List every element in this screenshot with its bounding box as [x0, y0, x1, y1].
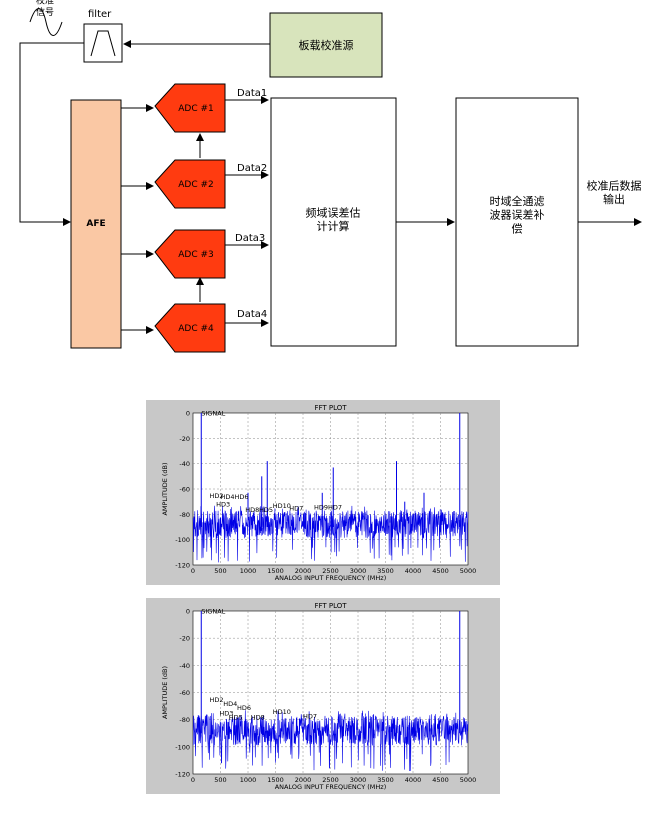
annotation-label: HD7 [289, 505, 303, 513]
x-tick-label: 4500 [432, 567, 449, 575]
x-tick-label: 0 [191, 776, 195, 784]
data2-label: Data2 [237, 163, 267, 174]
block-diagram: 校准信号 filter 板载校准源 AFE ADC #1 ADC #2 ADC #3… [19, 0, 642, 353]
input-label: 校准信号 [36, 0, 54, 18]
y-tick-label: -60 [179, 689, 190, 697]
annotation-label: HD10 [273, 708, 291, 716]
annotation-label: HD5 [229, 714, 243, 722]
x-tick-label: 4000 [405, 776, 422, 784]
calib-source-label: 板载校准源 [299, 38, 354, 52]
allpass-comp-block [455, 97, 579, 347]
adc-label: ADC #2 [178, 180, 214, 190]
annotation-label: HD5 [259, 506, 273, 514]
x-tick-label: 5000 [460, 776, 477, 784]
x-tick-label: 4000 [405, 567, 422, 575]
x-tick-label: 1500 [267, 776, 284, 784]
noise-series [192, 505, 469, 563]
x-tick-label: 3500 [377, 776, 394, 784]
plot-title: FFT PLOT [314, 602, 347, 610]
x-axis-label: ANALOG INPUT FREQUENCY (MHz) [275, 783, 387, 791]
annotation-label: SIGNAL [201, 608, 225, 616]
x-tick-label: 4500 [432, 776, 449, 784]
x-tick-label: 1000 [240, 567, 257, 575]
x-tick-label: 500 [214, 776, 226, 784]
x-tick-label: 3500 [377, 567, 394, 575]
annotation-label: HD9HD7 [314, 503, 342, 511]
noise-trace [192, 505, 469, 563]
fft-plot-2: FFT PLOT 0 500 1000 1500 2000 2500 3000 3500 4000… [146, 598, 500, 794]
adc-label: ADC #3 [178, 250, 214, 260]
fft-plot-1: FFT PLOT 0 500 1000 1500 2000 2500 3000 3500 4000… [146, 400, 500, 585]
data1-label: Data1 [237, 88, 267, 99]
annotation-label: HD10 [273, 502, 291, 510]
x-tick-label: 5000 [460, 567, 477, 575]
output-label: 校准后数据输出 [587, 178, 642, 206]
freq-estimation-block [270, 97, 397, 347]
y-axis-label: AMPLITUDE (dB) [161, 666, 169, 719]
afe-block [70, 99, 122, 349]
y-tick-label: -100 [175, 536, 190, 544]
adc-label: ADC #4 [178, 324, 214, 334]
allpass-comp-label: 时域全通滤波器误差补偿 [490, 194, 545, 236]
annotation-label: HD8 [251, 714, 265, 722]
adc-label: ADC #1 [178, 104, 214, 114]
x-tick-label: 1500 [267, 567, 284, 575]
calib-source-block [269, 12, 383, 78]
y-tick-label: -60 [179, 486, 190, 494]
annotation-label: HD2 [210, 492, 224, 500]
y-tick-label: -40 [179, 460, 190, 468]
y-tick-label: -20 [179, 435, 190, 443]
y-tick-label: -40 [179, 662, 190, 670]
adc-3-block: ADC #3 [154, 229, 226, 279]
filter-block [83, 23, 123, 63]
annotation-label: HD6 [237, 704, 251, 712]
y-tick-label: 0 [186, 608, 190, 616]
annotation-label: HD4 [223, 700, 237, 708]
adc-2-block: ADC #2 [154, 159, 226, 209]
annotation-label: HD8 [245, 506, 259, 514]
y-tick-label: -120 [175, 562, 190, 570]
data4-label: Data4 [237, 309, 267, 320]
y-tick-label: -80 [179, 716, 190, 724]
x-tick-label: 2000 [295, 567, 312, 575]
filter-label: filter [88, 9, 112, 20]
adc-1-block: ADC #1 [154, 83, 226, 133]
x-axis-label: ANALOG INPUT FREQUENCY (MHz) [275, 574, 387, 582]
annotation-label: HD7 [303, 712, 317, 720]
x-tick-label: 2500 [322, 567, 339, 575]
x-tick-label: 3000 [350, 567, 367, 575]
afe-label: AFE [86, 219, 105, 229]
adc-4-block: ADC #4 [154, 303, 226, 353]
x-tick-label: 2000 [295, 776, 312, 784]
annotation-label: HD2 [210, 696, 224, 704]
y-tick-label: -100 [175, 743, 190, 751]
freq-estimation-label: 频域误差估计计算 [306, 205, 361, 233]
y-tick-label: -80 [179, 511, 190, 519]
plot-title: FFT PLOT [314, 404, 347, 412]
bandpass-icon [90, 30, 116, 57]
y-tick-label: -20 [179, 635, 190, 643]
annotation-label: HD4HD6 [221, 493, 249, 501]
data3-label: Data3 [235, 233, 265, 244]
x-tick-label: 3000 [350, 776, 367, 784]
annotation-label: SIGNAL [201, 410, 225, 418]
x-tick-label: 500 [214, 567, 226, 575]
x-tick-label: 2500 [322, 776, 339, 784]
sine-wave-icon [29, 8, 63, 36]
x-tick-label: 1000 [240, 776, 257, 784]
y-tick-label: 0 [186, 410, 190, 418]
y-axis-label: AMPLITUDE (dB) [161, 462, 169, 515]
y-tick-label: -120 [175, 771, 190, 779]
annotation-label: HD3 [216, 501, 230, 509]
annotation-label: HD3 [219, 710, 233, 718]
x-tick-label: 0 [191, 567, 195, 575]
